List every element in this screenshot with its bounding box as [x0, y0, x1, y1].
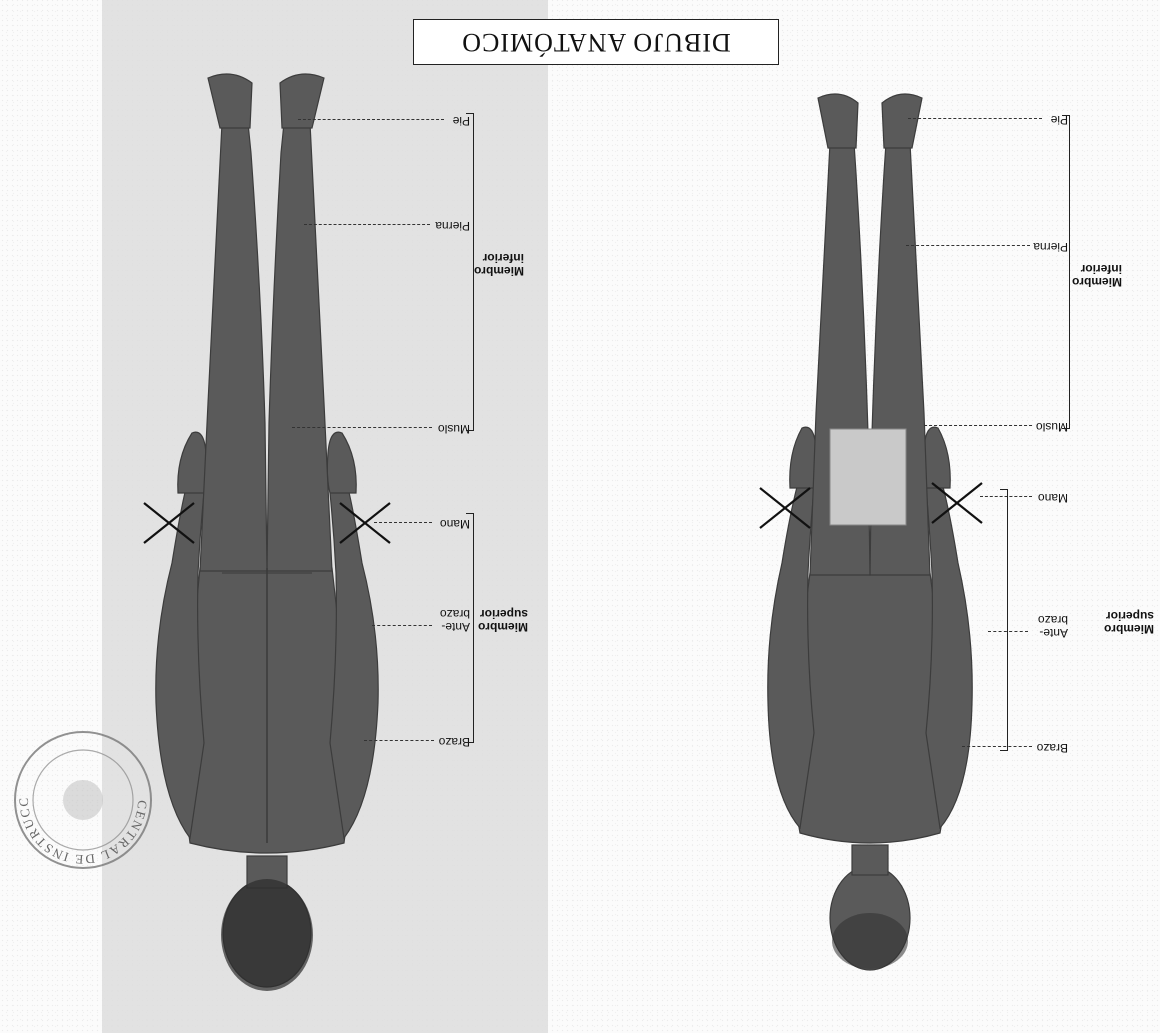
front-label-arm: Brazo: [1037, 741, 1068, 754]
front-left-hand: [790, 427, 817, 488]
front-label-upper-limb-2: superior: [1106, 609, 1154, 622]
front-label-forearm-1: Ante-: [1039, 626, 1068, 639]
back-right-leg: [200, 123, 267, 571]
front-view-figure: [730, 53, 1010, 993]
back-hair: [221, 879, 313, 991]
back-label-upper-limb-2: superior: [480, 607, 528, 620]
back-view-figure: [122, 53, 412, 1013]
front-left-foot: [818, 94, 858, 148]
front-label-hand: Mano: [1038, 491, 1068, 504]
back-left-arm: [330, 488, 378, 838]
institution-stamp: CENTRAL DE INSTRUCCION: [8, 725, 158, 875]
back-right-hand: [178, 432, 207, 493]
back-right-foot: [208, 74, 252, 128]
front-torso: [788, 573, 952, 843]
front-label-lower-limb-1: Miembro: [1072, 275, 1122, 288]
front-hair: [832, 913, 908, 969]
front-right-foot: [882, 94, 922, 148]
front-label-lower-limb-2: inferior: [1081, 262, 1122, 275]
page-title: DIBUJO ANATÓMICO: [413, 19, 779, 65]
front-right-arm: [926, 483, 972, 828]
front-left-arm: [768, 483, 814, 828]
back-left-leg: [267, 123, 332, 571]
back-left-hand: [327, 432, 356, 493]
front-neck: [852, 845, 888, 875]
front-cover-patch: [830, 429, 906, 525]
back-right-arm: [156, 488, 204, 838]
front-right-hand: [923, 427, 950, 488]
back-label-lower-limb-2: inferior: [483, 251, 524, 264]
front-label-upper-limb-1: Miembro: [1104, 622, 1154, 635]
back-label-lower-limb-1: Miembro: [474, 264, 524, 277]
back-label-upper-limb-1: Miembro: [478, 620, 528, 633]
front-label-forearm-2: brazo: [1038, 613, 1068, 626]
back-label-leg: Pierna: [435, 219, 470, 232]
